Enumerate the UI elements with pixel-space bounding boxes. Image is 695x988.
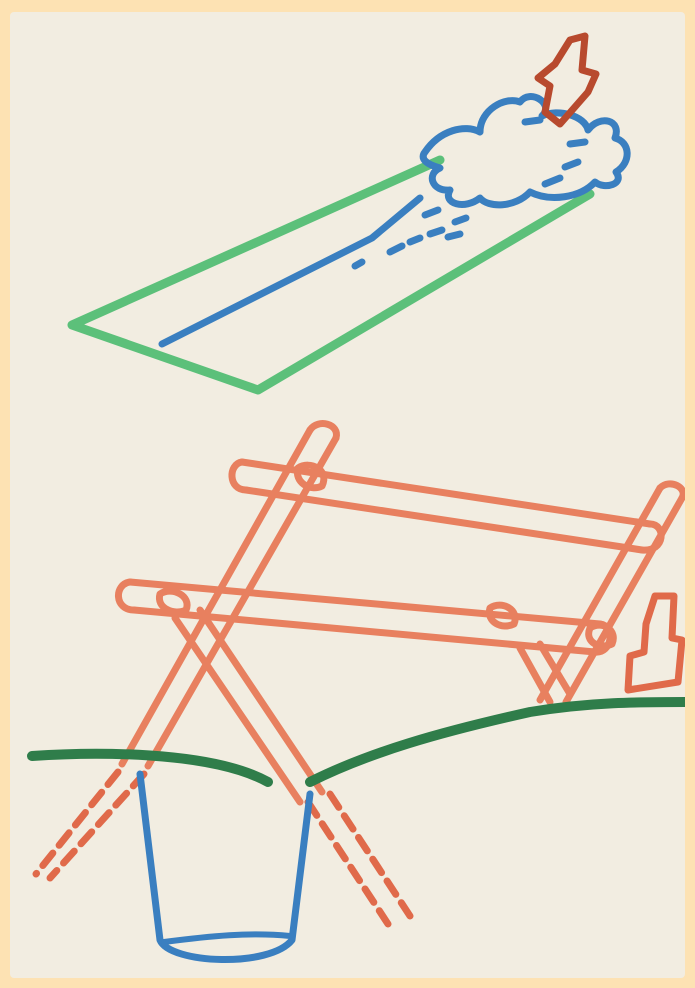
water-channel: [72, 160, 590, 390]
bottom-scene: [32, 424, 685, 960]
ground-line: [32, 702, 685, 782]
spade-bottom: [628, 596, 682, 690]
top-scene: [72, 36, 627, 390]
pit-water-line: [164, 934, 290, 942]
dug-pit: [140, 774, 310, 960]
water-dashes: [355, 120, 585, 266]
spade-top: [538, 36, 596, 124]
dug-soil-pile: [423, 97, 627, 205]
sketch-illustration: [10, 12, 685, 978]
paper-sheet: [10, 12, 685, 978]
stakes: [36, 772, 410, 924]
